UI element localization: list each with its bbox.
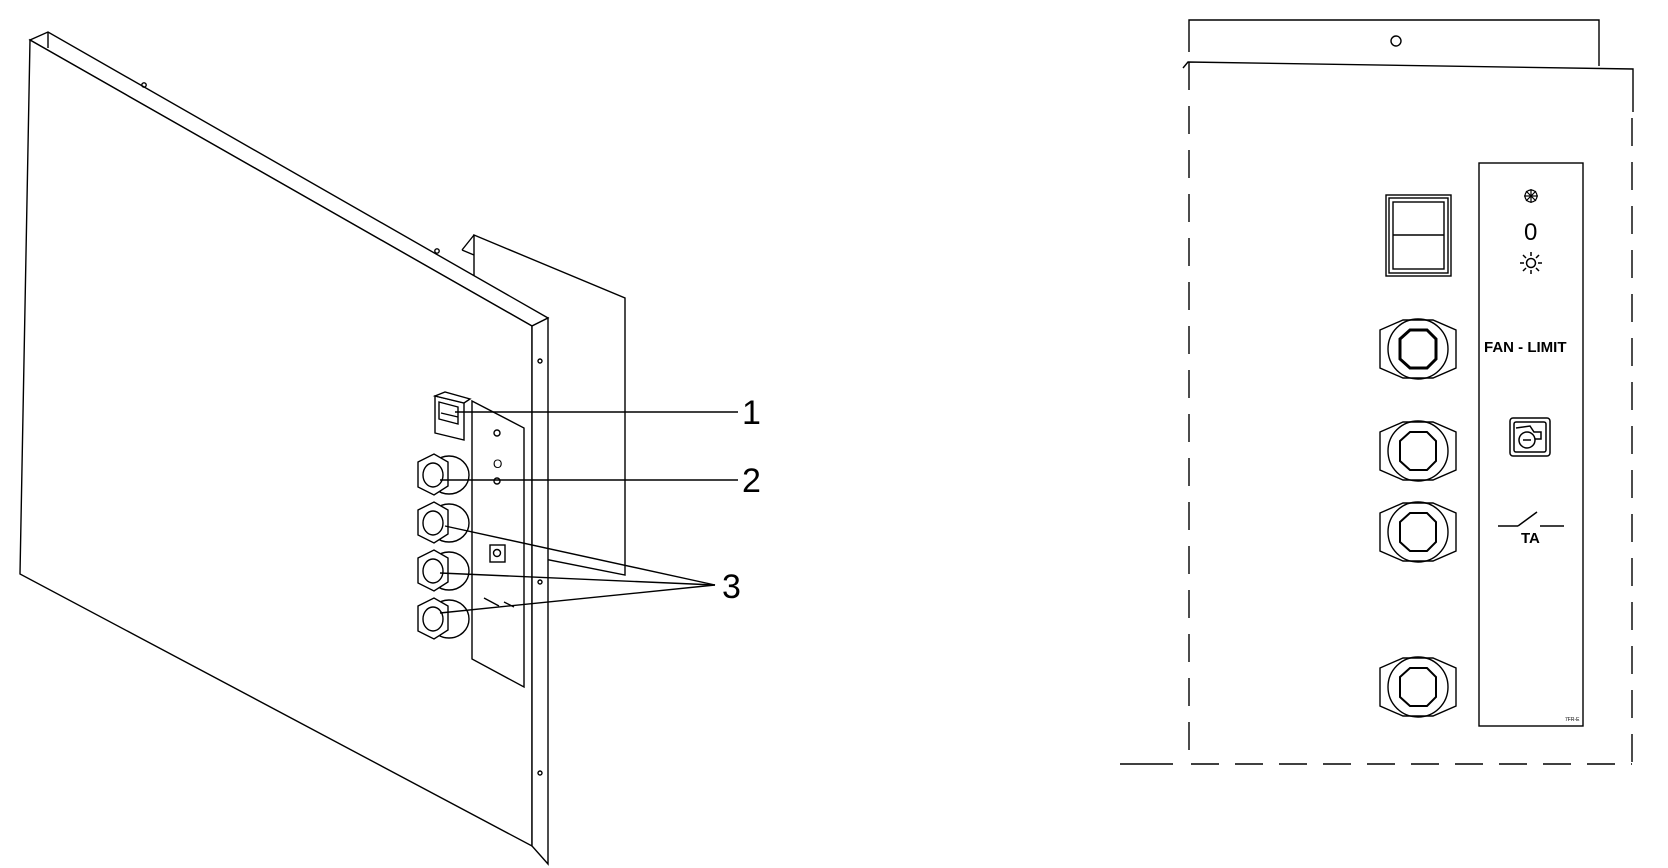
rocker-switch-front (1385, 194, 1452, 277)
cable-gland-front (1379, 501, 1457, 563)
contact-switch-icon (1498, 511, 1564, 527)
snowflake-mark (493, 429, 501, 437)
fan-limit-label: FAN - LIMIT (1484, 339, 1567, 356)
cable-gland (417, 453, 470, 496)
rocker-switch (432, 391, 472, 441)
leader-line-3 (444, 525, 716, 586)
callout-1: 1 (742, 394, 761, 432)
side-flange (531, 316, 549, 866)
thermostat-symbol (489, 544, 506, 563)
front-plate (19, 38, 533, 848)
label-plate (1478, 162, 1584, 727)
panel-outline-dashed (1188, 62, 1633, 765)
sun-icon (1520, 252, 1542, 274)
cable-gland-front (1379, 656, 1457, 718)
ta-label: TA (1521, 530, 1540, 547)
off-position-label: 0 (1524, 219, 1537, 246)
plate-code: 7FR-E (1565, 717, 1580, 723)
cable-gland-front (1379, 420, 1457, 482)
snowflake-icon (1524, 189, 1538, 203)
cable-gland (417, 597, 470, 640)
isometric-view: O (19, 31, 738, 866)
leader-line-3 (439, 572, 716, 586)
cable-gland-front (1379, 318, 1457, 380)
label-strip (471, 399, 525, 689)
leader-line-3 (439, 584, 716, 614)
front-view (1120, 19, 1634, 765)
cable-gland (417, 549, 470, 592)
top-flange-front (1188, 19, 1600, 66)
callout-2: 2 (742, 462, 761, 500)
sun-mark (493, 477, 501, 485)
cable-gland (417, 501, 470, 544)
svg-text:O: O (493, 457, 502, 471)
thermostat-icon (1509, 417, 1551, 457)
callout-3: 3 (722, 568, 741, 606)
